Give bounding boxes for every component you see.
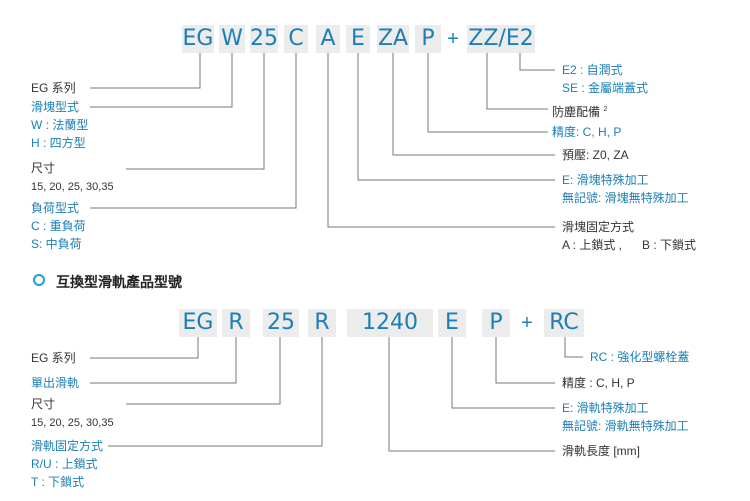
label-e-special: E: 滑塊特殊加工 (562, 173, 649, 187)
code-p: P (415, 25, 441, 53)
leader-zz (486, 53, 548, 110)
bullet-icon (33, 274, 45, 286)
code-za: ZA (377, 25, 409, 53)
label-block-type: 滑塊型式 (31, 100, 80, 114)
code-w: W (219, 25, 245, 53)
label-no-mark: 無記號: 滑塊無特殊加工 (562, 191, 689, 205)
leader-r-eg (90, 337, 199, 359)
code-size: 25 (250, 25, 278, 53)
rail-label-fix-t: T : 下鎖式 (31, 475, 85, 489)
section-title: 互換型滑軌產品型號 (56, 274, 182, 290)
code-a: A (316, 25, 340, 53)
label-e2: E2 : 自潤式 (562, 63, 623, 77)
label-preload: 預壓: Z0, ZA (562, 148, 629, 162)
rail-code-length: 1240 (347, 309, 433, 337)
label-se: SE : 金屬端蓋式 (562, 81, 649, 95)
leader-a (327, 53, 555, 228)
leader-r-25 (126, 337, 281, 405)
rail-label-e-special: E: 滑軌特殊加工 (562, 401, 649, 415)
label-precision: 精度: C, H, P (552, 125, 622, 139)
rail-label-rc: RC : 強化型螺栓蓋 (590, 350, 690, 364)
rail-plus-sign: + (521, 312, 533, 334)
leader-e (357, 53, 555, 181)
rail-label-precision: 精度 : C, H, P (562, 376, 635, 390)
leader-eg (90, 53, 201, 89)
rail-label-no-mark: 無記號: 滑軌無特殊加工 (562, 419, 689, 433)
leader-p (427, 53, 548, 133)
leader-r-rc (564, 337, 583, 358)
label-load-c: C : 重負荷 (31, 219, 86, 233)
rail-label-fix: 滑軌固定方式 (31, 439, 104, 453)
label-size: 尺寸 (31, 161, 56, 175)
rail-label-fix-ru: R/U : 上鎖式 (31, 457, 98, 471)
code-e: E (346, 25, 370, 53)
rail-code-r: R (222, 309, 250, 337)
label-dust-text: 防塵配備 (552, 105, 601, 119)
leader-r-p (495, 337, 555, 384)
rail-label-size-values: 15, 20, 25, 30,35 (31, 417, 114, 429)
label-size-values: 15, 20, 25, 30,35 (31, 181, 114, 193)
leader-r-r (90, 337, 237, 384)
rail-code-p: P (482, 309, 510, 337)
leader-za (392, 53, 555, 156)
rail-code-e: E (438, 309, 466, 337)
label-dust: 防塵配備 2 (552, 102, 607, 120)
rail-code-eg: EG (179, 309, 217, 337)
label-block-type-w: W : 法蘭型 (31, 118, 89, 132)
code-c: C (284, 25, 308, 53)
leader-c (90, 53, 297, 209)
rail-label-eg-series: EG 系列 (31, 351, 76, 365)
leader-r-1240 (388, 337, 555, 452)
rail-code-size: 25 (263, 309, 299, 337)
code-zz-e2: ZZ/E2 (467, 25, 535, 53)
leader-25 (126, 53, 265, 170)
code-eg: EG (182, 25, 214, 53)
plus-sign: + (447, 28, 459, 50)
rail-label-size: 尺寸 (31, 397, 56, 411)
leader-r-e (451, 337, 555, 409)
label-fix-values: A : 上鎖式 , B : 下鎖式 (562, 238, 697, 252)
leader-r-r2 (108, 337, 323, 447)
leader-w (90, 53, 233, 108)
rail-label-single: 單出滑軌 (31, 376, 80, 390)
rail-label-length: 滑軌長度 [mm] (562, 444, 640, 458)
label-block-type-h: H : 四方型 (31, 136, 86, 150)
label-eg-series: EG 系列 (31, 81, 76, 95)
rail-code-rc: RC (544, 309, 584, 337)
label-dust-note: 2 (603, 106, 608, 113)
label-fix-method: 滑塊固定方式 (562, 220, 635, 234)
rail-code-fix: R (308, 309, 336, 337)
leader-e2 (519, 53, 555, 71)
label-load-type: 負荷型式 (31, 201, 80, 215)
label-load-s: S: 中負荷 (31, 237, 82, 251)
